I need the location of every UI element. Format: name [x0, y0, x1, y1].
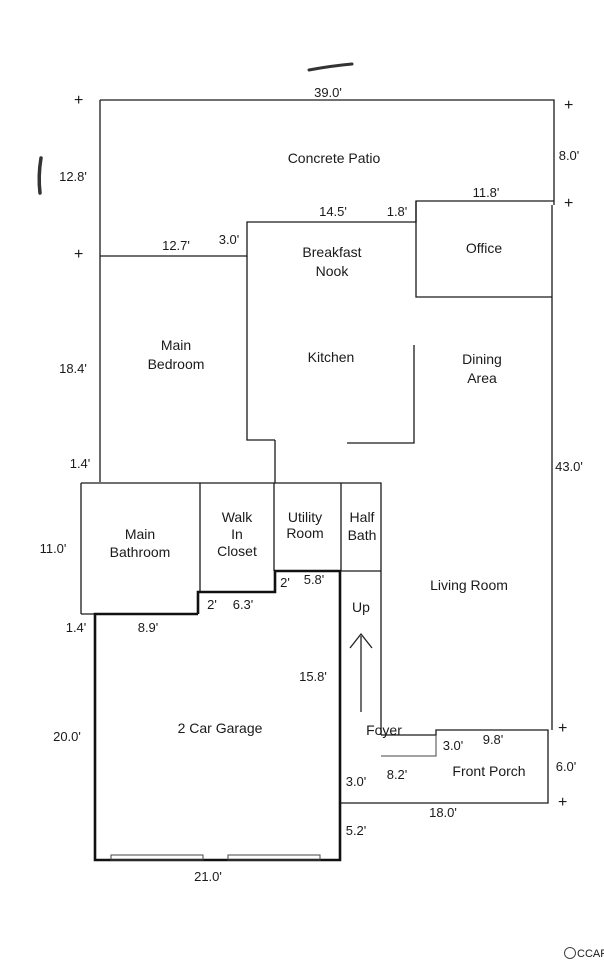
dimension-label: 14.5' [319, 204, 347, 219]
watermark: CCAR [564, 947, 604, 960]
dimension-label: 12.7' [162, 238, 190, 253]
room-utility-room-line2: Room [286, 525, 323, 541]
room-main-bathroom-line1: Main [125, 526, 155, 542]
plus-marker: + [74, 92, 83, 109]
dimension-label: 43.0' [555, 459, 583, 474]
dimension-label: 15.8' [299, 669, 327, 684]
dimension-label: 1.8' [387, 204, 408, 219]
pen-mark-top [307, 62, 354, 72]
room-main-bedroom-line1: Main [161, 337, 191, 353]
room-foyer: Foyer [366, 722, 402, 738]
pen-mark-left [37, 156, 43, 195]
room-dining-area-line1: Dining [462, 351, 502, 367]
room-utility-room-line1: Utility [288, 509, 322, 525]
dimension-label: 5.2' [346, 823, 367, 838]
room-main-bathroom-line2: Bathroom [110, 544, 171, 560]
dimension-label: 39.0' [314, 85, 342, 100]
plus-marker: + [558, 720, 567, 737]
dimension-label: 3.0' [219, 232, 240, 247]
dimension-label: 2' [207, 597, 217, 612]
dimension-label: 11.0' [40, 541, 67, 556]
dimension-label: 5.8' [304, 572, 325, 587]
dimension-label: 21.0' [194, 869, 222, 884]
watermark-text: CCAR [577, 948, 604, 960]
room-half-bath-line2: Bath [348, 527, 377, 543]
room-living-room: Living Room [430, 577, 508, 593]
room-breakfast-nook-line1: Breakfast [302, 244, 361, 260]
dimension-label: 9.8' [483, 732, 504, 747]
dimension-label: 8.0' [559, 148, 580, 163]
room-half-bath-line1: Half [350, 509, 375, 525]
room-main-bedroom-line2: Bedroom [148, 356, 205, 372]
garage-outline [93, 569, 342, 862]
stairs-up-arrow [349, 632, 373, 712]
room-kitchen: Kitchen [308, 349, 355, 365]
dimension-label: 1.4' [70, 456, 91, 471]
dimension-label: 11.8' [473, 185, 500, 200]
plus-marker: + [558, 794, 567, 811]
dimension-label: 3.0' [346, 774, 367, 789]
plus-marker: + [564, 195, 573, 212]
plus-marker: + [564, 97, 573, 114]
room-office: Office [466, 240, 503, 256]
cc-icon [564, 947, 576, 959]
room-walk-in-closet-line1: Walk [222, 509, 254, 525]
room-walk-in-closet-line2: In [231, 526, 243, 542]
dimension-label: 8.9' [138, 620, 159, 635]
room-concrete-patio: Concrete Patio [288, 150, 381, 166]
room-front-porch: Front Porch [452, 763, 525, 779]
dimension-label: 12.8' [59, 169, 87, 184]
dimension-label: 2' [280, 575, 290, 590]
room-dining-area-line2: Area [467, 370, 497, 386]
stairs-up-label: Up [352, 599, 370, 615]
room-garage: 2 Car Garage [178, 720, 263, 736]
dimension-label: 1.4' [66, 620, 87, 635]
walls [80, 99, 555, 804]
plus-marker: + [74, 246, 83, 263]
dimension-label: 6.0' [556, 759, 577, 774]
dimension-label: 8.2' [387, 767, 408, 782]
dimension-label: 3.0' [443, 738, 464, 753]
room-breakfast-nook-line2: Nook [316, 263, 350, 279]
dimension-label: 6.3' [233, 597, 254, 612]
dimension-label: 18.4' [59, 361, 87, 376]
dimension-label: 18.0' [429, 805, 457, 820]
room-walk-in-closet-line3: Closet [217, 543, 257, 559]
dimension-label: 20.0' [53, 729, 81, 744]
